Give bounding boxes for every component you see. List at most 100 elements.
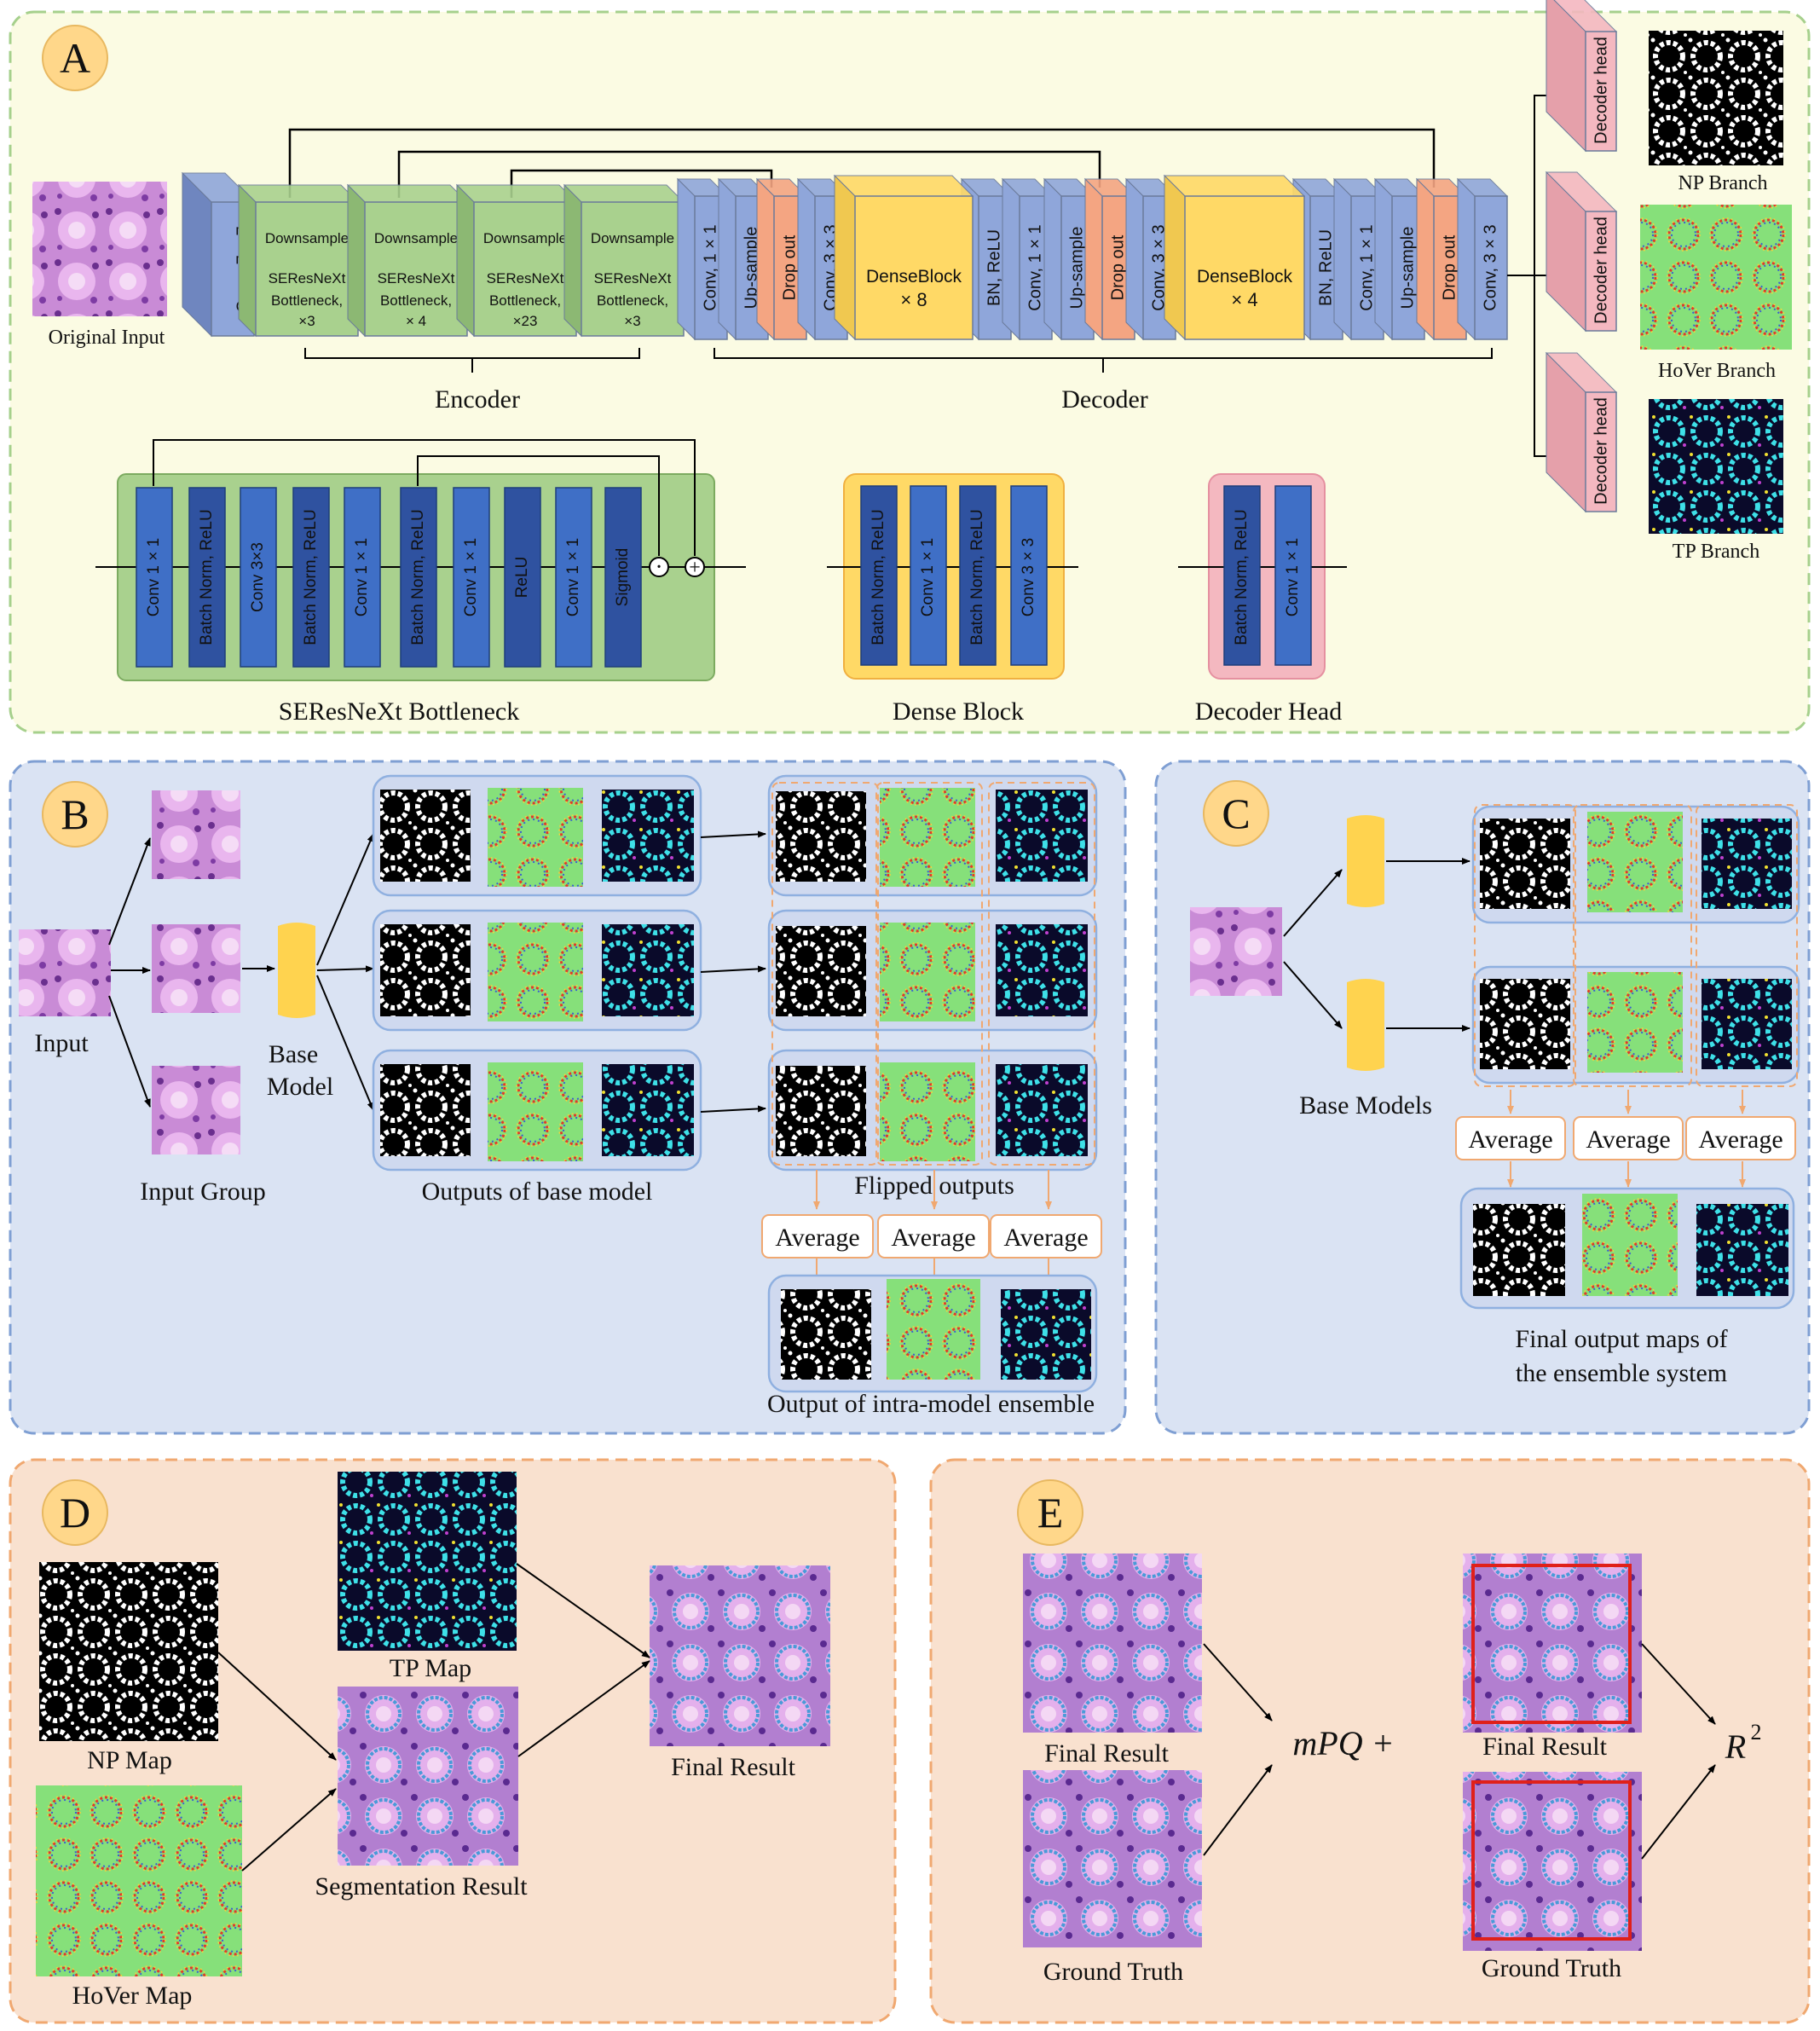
- head-layer-label-1: Batch Norm, ReLU: [1233, 509, 1251, 645]
- c-model-column-1: [1474, 804, 1576, 1087]
- dense-layer-2: [910, 485, 947, 666]
- panel-a-label: A: [60, 34, 90, 82]
- c-final-label-2: the ensemble system: [1516, 1359, 1727, 1387]
- bottleneck-layer-2: [188, 487, 226, 668]
- decoder-layer-label-7: Up-sample: [1067, 227, 1086, 310]
- decoder-layer-label-14: Conv, 3 × 3: [1481, 224, 1499, 310]
- b-flip-column-2: [875, 782, 983, 1166]
- d-seg-label: Segmentation Result: [315, 1872, 528, 1901]
- b-input-group-label: Input Group: [140, 1178, 265, 1206]
- d-np-map: [39, 1562, 218, 1741]
- multiply-node: [649, 557, 669, 577]
- dense-title: Dense Block: [893, 697, 1024, 726]
- b-flip-column-3: [988, 782, 1095, 1166]
- encoder-block-2-top: [346, 184, 469, 203]
- bottleneck-layer-5: [344, 487, 381, 668]
- b-hover-flipped-2: [880, 923, 975, 1021]
- bottleneck-layer-10: [604, 487, 642, 668]
- e-roi-box-2: [1471, 1780, 1632, 1941]
- decoder-layer-3-side: [756, 177, 775, 341]
- d-tp-label: TP Map: [390, 1654, 471, 1682]
- head-layer-2: [1274, 485, 1312, 666]
- b-hover-output-1: [488, 788, 583, 887]
- bottleneck-title: SEResNeXt Bottleneck: [279, 697, 519, 726]
- b-average-1: Average: [775, 1224, 859, 1252]
- decoder-layer-9-side: [1125, 177, 1144, 341]
- b-base-model-shape: [278, 923, 315, 1018]
- b-arrow-model-2: [316, 965, 374, 973]
- original-input-label: Original Input: [49, 327, 165, 349]
- b-np-ensemble: [781, 1289, 871, 1380]
- c-hover-final: [1582, 1194, 1678, 1296]
- bottleneck-layer-6: [400, 487, 437, 668]
- repeat-label-2: × 4: [406, 313, 426, 329]
- b-hover-flipped-1: [880, 788, 975, 887]
- b-tp-output-1: [602, 790, 694, 882]
- bottleneck-layer-label-9: Conv 1 × 1: [564, 538, 582, 616]
- b-average-2: Average: [891, 1224, 975, 1252]
- decoder-layer-label-6: Conv, 1 × 1: [1026, 224, 1044, 310]
- encoder-block-4: [581, 201, 685, 337]
- b-base-model-label-1: Base: [269, 1040, 318, 1068]
- b-np-output-3: [380, 1064, 471, 1156]
- e-gt-label-1: Ground Truth: [1043, 1958, 1183, 1986]
- b-flip-column-1: [771, 782, 879, 1166]
- bottleneck-layer-7: [453, 487, 490, 668]
- d-tp-map: [338, 1472, 517, 1651]
- decoder-head-3: [1585, 391, 1617, 512]
- denseblock-4: [1184, 195, 1305, 340]
- decoder-layer-label-9: Conv, 3 × 3: [1149, 224, 1168, 310]
- dense-detail-box: [843, 473, 1065, 680]
- skip-connection-2: [397, 150, 1101, 198]
- c-np-output-1: [1480, 819, 1570, 909]
- b-average-2-box: [877, 1214, 990, 1259]
- head-layer-label-2: Conv 1 × 1: [1284, 538, 1302, 616]
- bottleneck-layer-label-8: ReLU: [513, 557, 531, 599]
- c-tp-final: [1696, 1204, 1788, 1296]
- denseblock-4-top: [1163, 175, 1306, 197]
- decoder-label: Decoder: [1061, 385, 1148, 414]
- encoder-block-1-side: [238, 183, 257, 338]
- seresnext-label-4: SEResNeXt: [594, 270, 672, 286]
- b-arrow-input-1: [108, 837, 151, 946]
- d-final-label: Final Result: [671, 1753, 796, 1781]
- decoder-layer-label-13: Drop out: [1440, 234, 1459, 300]
- e-final-label-1: Final Result: [1044, 1739, 1170, 1768]
- bottleneck-layer-label-4: Batch Norm, ReLU: [302, 509, 320, 645]
- decoder-head-2: [1585, 211, 1617, 332]
- dense-layer-label-2: Conv 1 × 1: [919, 538, 937, 616]
- b-np-flipped-1: [776, 791, 866, 882]
- add-symbol: +: [689, 557, 701, 579]
- panel-d-label-circle: [42, 1479, 108, 1546]
- denseblock-8-side: [834, 174, 856, 341]
- panel-e-label: E: [1037, 1489, 1064, 1536]
- bottleneck-layer-label-5: Conv 1 × 1: [353, 538, 371, 616]
- encoder-block-3-side: [456, 183, 475, 338]
- c-model-column-3: [1696, 804, 1798, 1087]
- b-outputs-label: Outputs of base model: [422, 1178, 653, 1206]
- b-arrow-model-1: [316, 833, 374, 966]
- b-tp-ensemble: [1001, 1289, 1091, 1380]
- d-hover-map: [36, 1785, 242, 1976]
- decoder-layer-14-side: [1457, 177, 1476, 341]
- np-branch-label: NP Branch: [1678, 172, 1767, 194]
- decoder-layer-7-side: [1043, 177, 1062, 341]
- e-arrow-final-1: [1203, 1643, 1273, 1721]
- b-arrow-input-3: [108, 995, 151, 1108]
- dense-layer-1: [860, 485, 898, 666]
- c-tp-output-2: [1702, 979, 1792, 1069]
- bottleneck-layer-label-6: Batch Norm, ReLU: [409, 509, 427, 645]
- e-mpq-label: mPQ +: [1292, 1724, 1394, 1762]
- bottleneck-label-1: Bottleneck,: [271, 292, 343, 309]
- np-branch-image: [1649, 31, 1783, 165]
- multiply-symbol: ·: [655, 554, 662, 581]
- b-average-3: Average: [1003, 1224, 1088, 1252]
- decoder-layer-6-side: [1002, 177, 1020, 341]
- decoder-layer-label-5: BN, ReLU: [985, 229, 1003, 306]
- c-input-image: [1190, 907, 1282, 996]
- b-average-3-box: [990, 1214, 1102, 1259]
- e-final-result-1: [1023, 1554, 1202, 1733]
- panel-b-label: B: [61, 790, 89, 838]
- denseblock-8-label: DenseBlock: [866, 267, 962, 286]
